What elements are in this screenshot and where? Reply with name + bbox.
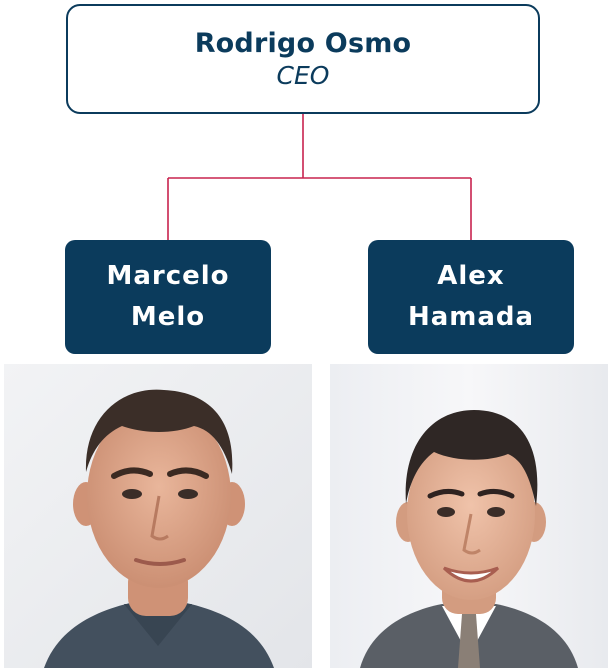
person-photo-marcelo-melo <box>4 364 312 668</box>
report-name: Alex Hamada <box>407 261 535 332</box>
report-node-marcelo-melo: Marcelo Melo <box>65 240 271 354</box>
report-name: Marcelo Melo <box>106 261 230 332</box>
report-node-alex-hamada: Alex Hamada <box>368 240 574 354</box>
ceo-node: Rodrigo Osmo CEO <box>66 4 540 114</box>
portrait-icon <box>330 364 608 668</box>
person-photo-alex-hamada <box>330 364 608 668</box>
ceo-role: CEO <box>276 61 330 91</box>
portrait-icon <box>4 364 312 668</box>
ceo-name: Rodrigo Osmo <box>194 27 412 59</box>
